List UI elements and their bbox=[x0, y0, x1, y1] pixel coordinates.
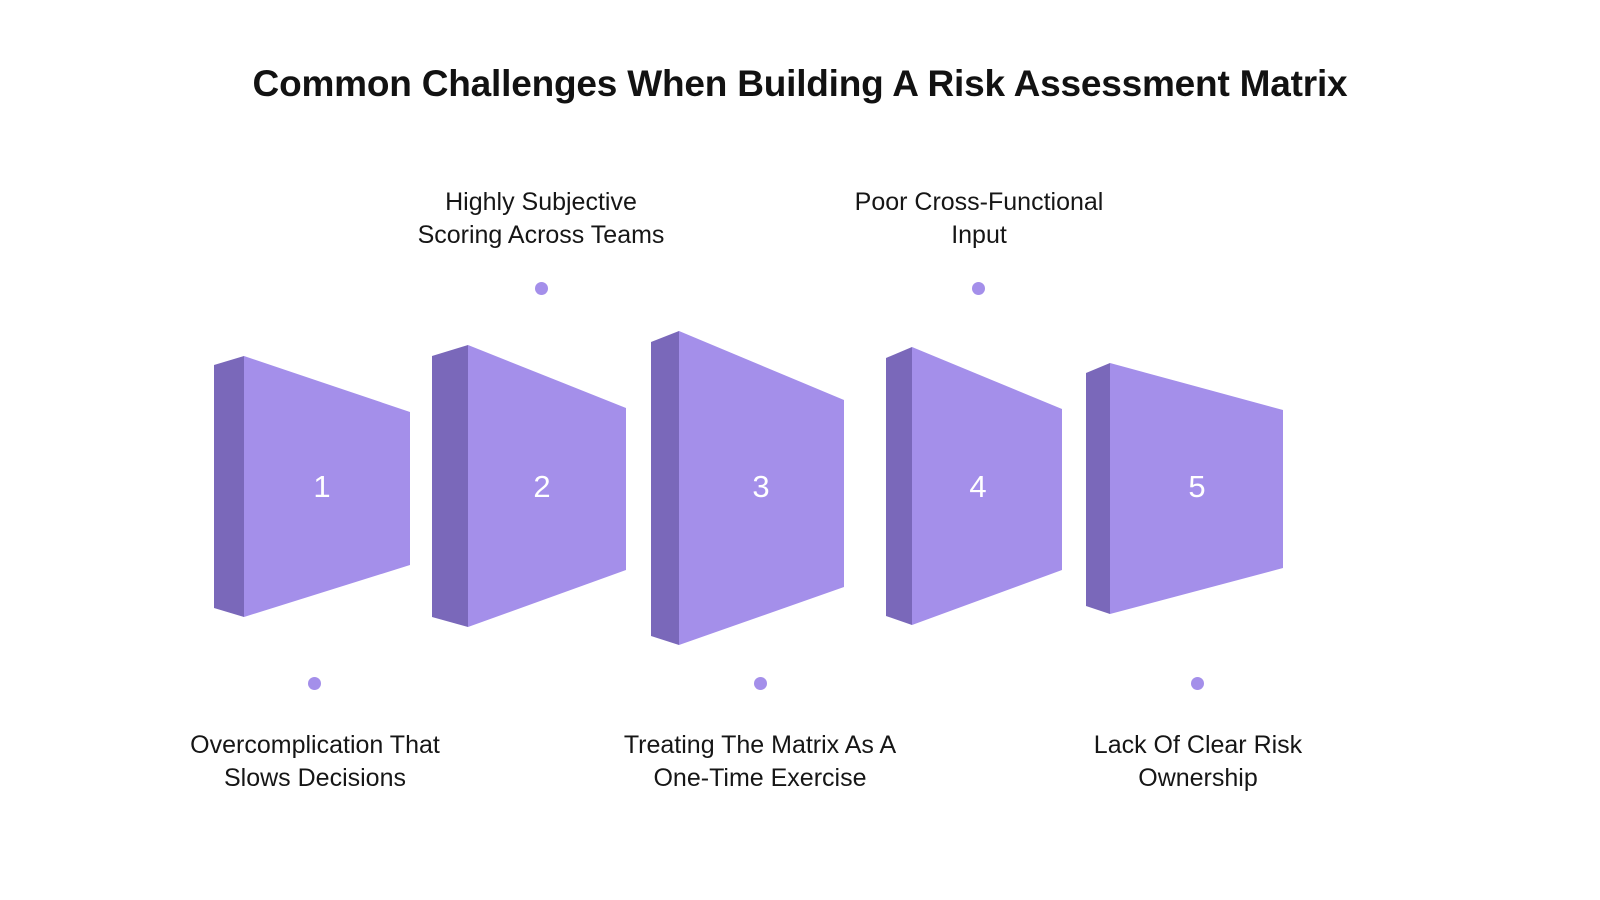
step-label-4: Poor Cross-Functional Input bbox=[854, 188, 1104, 249]
funnel-segment-5-side bbox=[1086, 363, 1110, 614]
funnel-segment-4-number: 4 bbox=[969, 469, 986, 504]
connector-dot-2 bbox=[535, 282, 548, 295]
funnel-segment-5-front bbox=[1110, 363, 1283, 614]
funnel-segment-5[interactable]: 5 bbox=[1086, 363, 1283, 614]
funnel-segment-3[interactable]: 3 bbox=[651, 331, 844, 645]
funnel-segment-2[interactable]: 2 bbox=[432, 345, 626, 627]
step-label-1: Overcomplication That Slows Decisions bbox=[190, 731, 440, 792]
funnel-segment-2-front bbox=[468, 345, 626, 627]
page-title: Common Challenges When Building A Risk A… bbox=[252, 63, 1348, 104]
funnel-segment-3-number: 3 bbox=[752, 469, 769, 504]
funnel-segment-1-side bbox=[214, 356, 244, 617]
connector-dot-1 bbox=[308, 677, 321, 690]
connector-dot-5 bbox=[1191, 677, 1204, 690]
funnel-segment-1-number: 1 bbox=[313, 469, 330, 504]
funnel-segment-2-side bbox=[432, 345, 468, 627]
funnel-segment-1-front bbox=[244, 356, 410, 617]
funnel-segment-3-side bbox=[651, 331, 679, 645]
funnel-segment-3-front bbox=[679, 331, 844, 645]
step-label-5: Lack Of Clear Risk Ownership bbox=[1093, 731, 1303, 792]
step-label-3: Treating The Matrix As A One-Time Exerci… bbox=[623, 731, 897, 792]
connector-dot-3 bbox=[754, 677, 767, 690]
connector-dot-4 bbox=[972, 282, 985, 295]
step-label-2: Highly Subjective Scoring Across Teams bbox=[417, 188, 665, 249]
funnel-segment-1[interactable]: 1 bbox=[214, 356, 410, 617]
funnel-segment-4-front bbox=[912, 347, 1062, 625]
funnel-segment-2-number: 2 bbox=[533, 469, 550, 504]
funnel-segment-4-side bbox=[886, 347, 912, 625]
funnel-segment-5-number: 5 bbox=[1188, 469, 1205, 504]
funnel-segment-4[interactable]: 4 bbox=[886, 347, 1062, 625]
